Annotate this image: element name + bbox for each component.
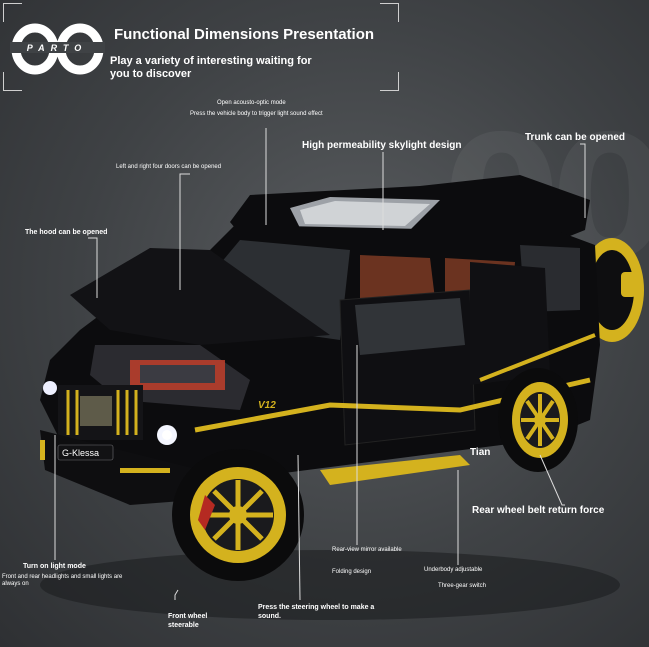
trunk-label: Trunk can be opened <box>525 132 626 143</box>
front-wheel-label: Front wheel steerable <box>168 613 208 629</box>
steering-label: Press the steering wheel to make a sound… <box>258 604 375 620</box>
mirror-folding-label: Folding design <box>332 569 372 575</box>
turn-on-light-label: Turn on light mode <box>23 563 86 570</box>
underbody-label: Underbody adjustable <box>424 567 483 573</box>
logo-text: PARTO <box>27 43 88 53</box>
badge-text: V12 <box>258 400 276 411</box>
three-gear-label: Three-gear switch <box>438 583 487 589</box>
brand-logo: PARTO <box>10 23 105 75</box>
page-subtitle: Play a variety of interesting waiting fo… <box>110 55 312 80</box>
acousto-optic-title: Open acousto-optic mode <box>217 100 286 106</box>
four-doors-label: Left and right four doors can be opened <box>116 164 222 170</box>
rear-wheel-label: Rear wheel belt return force <box>472 505 605 516</box>
frame-corner <box>380 72 399 91</box>
skylight-label: High permeability skylight design <box>302 140 462 151</box>
plate-text: G-Klessa <box>62 448 99 458</box>
frame-corner <box>3 72 22 91</box>
door-text: Tian <box>470 447 490 458</box>
mirror-label: Rear-view mirror available <box>332 547 402 553</box>
hood-label: The hood can be opened <box>25 229 108 236</box>
frame-corner <box>3 3 22 22</box>
page-title: Functional Dimensions Presentation <box>114 26 375 43</box>
light-desc-label: Front and rear headlights and small ligh… <box>2 574 123 587</box>
frame-corner <box>380 3 399 22</box>
acousto-optic-desc: Press the vehicle body to trigger light … <box>190 111 323 117</box>
